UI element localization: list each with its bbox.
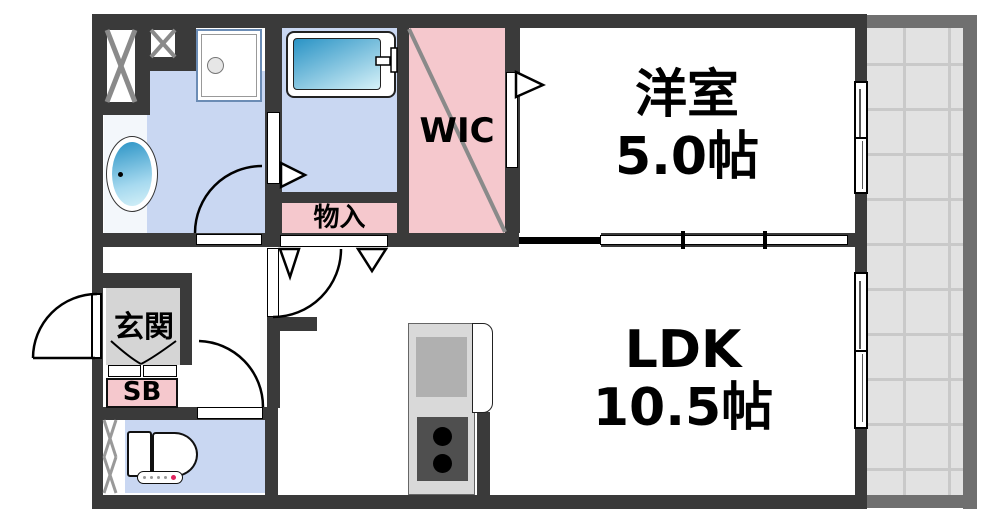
kitchen-sink (416, 337, 467, 397)
balcony-wall-right (963, 15, 977, 509)
wic-label: WIC (419, 111, 495, 151)
entrance-step (143, 365, 177, 377)
entrance-step (108, 365, 141, 377)
wall-bath-bottom (282, 192, 397, 203)
shoe-box-label: SB (122, 377, 162, 407)
ldk-window (854, 272, 868, 429)
wall-hall-stub (267, 317, 317, 331)
wall-left (92, 14, 103, 509)
stove-burner-icon (433, 454, 452, 473)
entrance-door-leaf (91, 293, 102, 359)
bathtub-basin (293, 38, 381, 90)
toilet-button (150, 476, 153, 479)
toilet-door-leaf (197, 407, 263, 419)
storage-bifold-mark (278, 247, 301, 281)
sliding-door-panel (683, 235, 766, 245)
kitchen-stove (417, 417, 468, 481)
ldk-door-leaf (267, 248, 279, 317)
ldk-name-label: LDK (624, 320, 742, 380)
shoe-box (106, 378, 178, 408)
storage-bifold-sill (280, 235, 388, 247)
sliding-door-joint (681, 231, 685, 249)
entrance-label: 玄関 (114, 310, 174, 345)
toilet-tank (127, 431, 152, 477)
wall-kitchen (477, 412, 490, 498)
wall-entrance-top (92, 273, 192, 288)
wash-basin-drain (118, 172, 123, 177)
bedroom-size-label: 5.0帖 (614, 127, 760, 187)
toilet-button-red (171, 475, 176, 480)
bedroom-name-label: 洋室 (634, 65, 739, 125)
toilet-bowl (152, 432, 198, 477)
sliding-door-pocket-bar (519, 237, 603, 244)
wic-door-triangle (514, 70, 546, 99)
toilet-button (143, 476, 146, 479)
toilet-control-panel (137, 471, 183, 484)
wall-bottom (92, 495, 867, 509)
bathroom-door-leaf (267, 112, 280, 184)
entrance-door-arc (31, 292, 98, 359)
storage-label: 物入 (313, 203, 366, 233)
pipe-space-box-1 (105, 28, 137, 104)
toilet-button (164, 476, 167, 479)
wall-bath-right (397, 28, 409, 247)
toilet-button (157, 476, 160, 479)
balcony-floor (867, 28, 963, 495)
wall-toilet-right (265, 407, 278, 495)
bedroom-window (854, 81, 868, 194)
ldk-door-arc (272, 248, 343, 319)
pipe-space-box-2 (149, 28, 177, 59)
washing-machine-pan (196, 29, 262, 102)
sliding-door-panel (765, 235, 848, 245)
ldk-size-label: 10.5帖 (592, 378, 774, 438)
pipe-space-strip (104, 420, 116, 493)
drain-icon (207, 57, 224, 74)
wall-top (92, 14, 857, 28)
kitchen-counter-end (472, 323, 493, 413)
washroom-door-leaf (196, 234, 262, 245)
sliding-door-joint (763, 231, 767, 249)
stove-burner-icon (433, 427, 452, 446)
wall-hall-vertical (267, 317, 280, 408)
sliding-door-panel (600, 235, 684, 245)
storage-floor (282, 203, 397, 233)
storage-bifold-mark (355, 247, 389, 274)
toilet-door-arc (198, 339, 265, 408)
washing-machine-pan-inner (201, 34, 257, 97)
balcony-wall-top (867, 15, 977, 28)
wall-entrance-right (180, 273, 192, 365)
balcony-wall-bottom (867, 495, 977, 508)
